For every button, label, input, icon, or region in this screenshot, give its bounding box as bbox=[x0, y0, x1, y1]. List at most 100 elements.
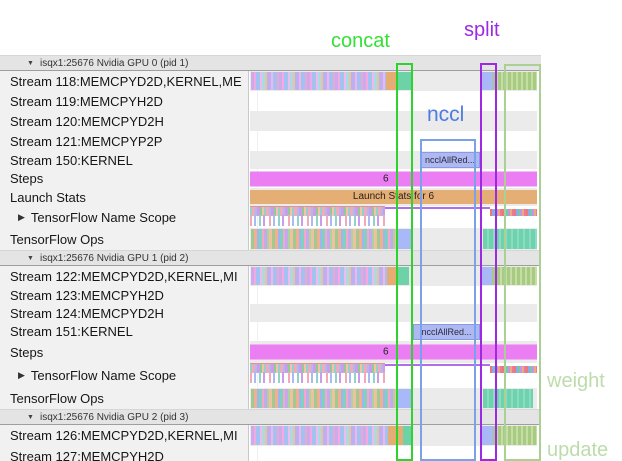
trace-event-greenstripes[interactable] bbox=[492, 267, 537, 285]
trace-event-orange[interactable] bbox=[388, 426, 403, 445]
trace-event-dense-stream[interactable] bbox=[251, 267, 387, 285]
trace-event-dense-stream[interactable] bbox=[251, 72, 386, 90]
trace-event-purpleline[interactable] bbox=[385, 207, 490, 209]
row-label: TensorFlow Ops bbox=[0, 388, 249, 409]
row-label-text: Stream 150:KERNEL bbox=[10, 152, 133, 168]
gpu-section-header[interactable]: ▼ isqx1:25676 Nvidia GPU 1 (pid 2) bbox=[0, 250, 541, 266]
collapse-triangle-icon[interactable]: ▼ bbox=[27, 60, 34, 67]
trace-event-micro[interactable] bbox=[490, 209, 537, 216]
trace-row: Stream 124:MEMCPYD2H bbox=[0, 304, 622, 322]
trace-event-nccl-bar[interactable]: ncclAllRed... bbox=[413, 323, 480, 340]
row-label: Stream 123:MEMCPYH2D bbox=[0, 286, 249, 304]
row-label: TensorFlow Ops bbox=[0, 228, 249, 250]
trace-event-blue[interactable] bbox=[481, 267, 492, 285]
row-label-text: TensorFlow Name Scope bbox=[30, 368, 177, 383]
collapse-triangle-icon[interactable]: ▼ bbox=[27, 255, 34, 262]
trace-event-micro[interactable] bbox=[490, 366, 537, 373]
trace-event-launch[interactable]: Launch Stats for 6 bbox=[250, 190, 537, 204]
expand-arrow-icon[interactable]: ▶ bbox=[18, 370, 25, 380]
trace-event-teal[interactable] bbox=[403, 426, 413, 445]
row-label: Launch Stats bbox=[0, 188, 249, 206]
trace-event-steps[interactable]: 6 bbox=[250, 171, 537, 186]
row-label-text: Stream 118:MEMCPYD2D,KERNEL,ME bbox=[10, 73, 242, 89]
trace-event-orange[interactable] bbox=[386, 72, 397, 90]
trace-event-orange[interactable] bbox=[387, 267, 397, 285]
trace-event-blue[interactable] bbox=[481, 426, 493, 445]
gpu-section-header[interactable]: ▼ isqx1:25676 Nvidia GPU 2 (pid 3) bbox=[0, 409, 541, 425]
trace-event-steps[interactable]: 6 bbox=[250, 344, 537, 360]
split-annotation: split bbox=[464, 19, 500, 41]
row-label: Stream 118:MEMCPYD2D,KERNEL,ME bbox=[0, 71, 249, 91]
trace-event-flame[interactable] bbox=[250, 206, 385, 226]
trace-event-blue[interactable] bbox=[481, 72, 493, 90]
trace-event-flame[interactable] bbox=[250, 363, 385, 383]
trace-event-teal[interactable] bbox=[397, 267, 409, 285]
trace-row: Stream 122:MEMCPYD2D,KERNEL,MI bbox=[0, 266, 622, 286]
row-label-text: TensorFlow Ops bbox=[10, 231, 104, 247]
trace-row: Stream 127:MEMCPYH2D bbox=[0, 446, 622, 461]
trace-row: ncclAllRed...Stream 150:KERNEL bbox=[0, 151, 622, 169]
trace-row: Stream 126:MEMCPYD2D,KERNEL,MI bbox=[0, 425, 622, 446]
row-label[interactable]: ▶ TensorFlow Name Scope bbox=[0, 363, 249, 388]
gpu-section-title: isqx1:25676 Nvidia GPU 0 (pid 1) bbox=[40, 58, 189, 69]
trace-row: Stream 123:MEMCPYH2D bbox=[0, 286, 622, 304]
row-label[interactable]: ▶ TensorFlow Name Scope bbox=[0, 206, 249, 228]
row-label: Stream 151:KERNEL bbox=[0, 322, 249, 341]
row-label-text: Steps bbox=[10, 344, 44, 360]
trace-row: ▶ TensorFlow Name Scope bbox=[0, 206, 622, 228]
trace-row: Stream 120:MEMCPYD2H bbox=[0, 111, 622, 131]
trace-row: Stream 121:MEMCPYP2P bbox=[0, 131, 622, 151]
expand-arrow-icon[interactable]: ▶ bbox=[18, 211, 25, 222]
row-label: Stream 119:MEMCPYH2D bbox=[0, 91, 249, 111]
trace-row: Stream 118:MEMCPYD2D,KERNEL,ME bbox=[0, 71, 622, 91]
row-label: Stream 120:MEMCPYD2H bbox=[0, 111, 249, 131]
row-label-text: TensorFlow Ops bbox=[10, 391, 104, 406]
gpu-section-title: isqx1:25676 Nvidia GPU 1 (pid 2) bbox=[40, 253, 189, 264]
concat-annotation: concat bbox=[331, 30, 390, 52]
trace-event-dense-ops[interactable] bbox=[251, 229, 398, 249]
row-label-text: Stream 124:MEMCPYD2H bbox=[10, 305, 164, 321]
trace-event-dense-stream[interactable] bbox=[251, 426, 388, 445]
trace-row: Stream 119:MEMCPYH2D bbox=[0, 91, 622, 111]
row-label-text: Stream 123:MEMCPYH2D bbox=[10, 287, 164, 303]
row-label-text: Stream 126:MEMCPYD2D,KERNEL,MI bbox=[10, 428, 238, 443]
trace-row: ncclAllRed... Stream 151:KERNEL bbox=[0, 322, 622, 341]
row-label: Stream 126:MEMCPYD2D,KERNEL,MI bbox=[0, 425, 249, 446]
gpu-section-title: isqx1:25676 Nvidia GPU 2 (pid 3) bbox=[40, 412, 189, 423]
row-label-text: Launch Stats bbox=[10, 189, 86, 205]
row-label-text: Stream 120:MEMCPYD2H bbox=[10, 113, 164, 129]
split-highlight-box bbox=[480, 63, 497, 461]
trace-event-blue[interactable] bbox=[398, 229, 411, 249]
trace-event-dense-ops[interactable] bbox=[251, 389, 398, 408]
row-label: Stream 127:MEMCPYH2D bbox=[0, 446, 249, 461]
trace-event-teal[interactable] bbox=[397, 72, 413, 90]
nccl-annotation: nccl bbox=[427, 103, 465, 126]
row-background bbox=[250, 304, 537, 322]
row-label: Steps bbox=[0, 341, 249, 363]
collapse-triangle-icon[interactable]: ▼ bbox=[27, 414, 34, 421]
trace-row: TensorFlow Ops bbox=[0, 228, 622, 250]
trace-event-blue[interactable] bbox=[398, 389, 413, 408]
row-label-text: Stream 122:MEMCPYD2D,KERNEL,MI bbox=[10, 268, 238, 284]
row-label: Stream 121:MEMCPYP2P bbox=[0, 131, 249, 151]
gpu-section-header[interactable]: ▼ isqx1:25676 Nvidia GPU 0 (pid 1) bbox=[0, 55, 541, 71]
trace-row: 6 Steps bbox=[0, 169, 622, 188]
trace-row: 6 Steps bbox=[0, 341, 622, 363]
trace-row: TensorFlow Ops bbox=[0, 388, 622, 409]
weight-update-annotation: weight update bbox=[547, 324, 608, 461]
concat-highlight-box bbox=[396, 63, 413, 461]
row-label-text: Stream 127:MEMCPYH2D bbox=[10, 448, 164, 461]
row-label-text: Steps bbox=[10, 171, 44, 186]
weight-update-line1: weight bbox=[547, 370, 605, 392]
weight-update-line2: update bbox=[547, 439, 609, 461]
row-label-text: Stream 151:KERNEL bbox=[10, 324, 133, 339]
nccl-highlight-box bbox=[420, 139, 476, 461]
trace-event-purpleline[interactable] bbox=[385, 364, 490, 366]
trace-row: Launch Stats for 6 Launch Stats bbox=[0, 188, 622, 206]
row-label-text: Stream 121:MEMCPYP2P bbox=[10, 133, 163, 149]
trace-row: ▶ TensorFlow Name Scope bbox=[0, 363, 622, 388]
row-label-text: TensorFlow Name Scope bbox=[30, 209, 177, 225]
row-label: Steps bbox=[0, 169, 249, 188]
row-label-text: Stream 119:MEMCPYH2D bbox=[10, 93, 163, 109]
